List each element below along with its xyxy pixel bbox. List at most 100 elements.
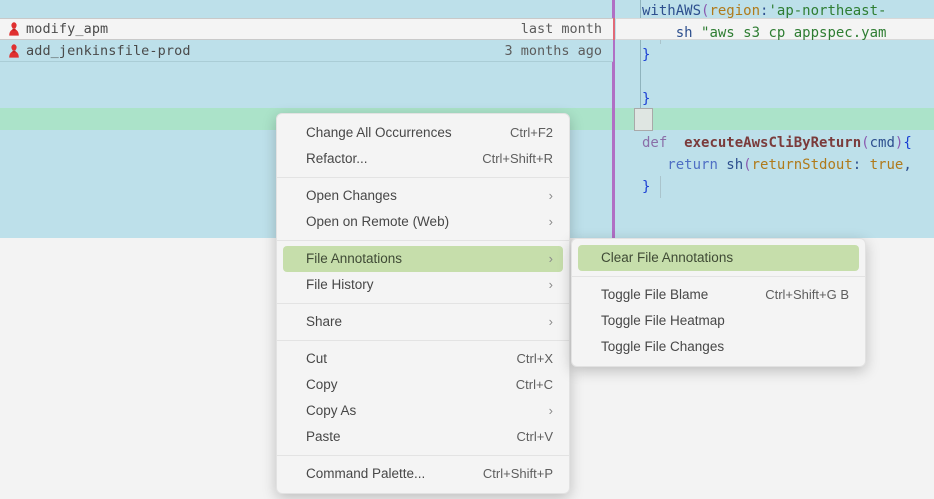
menu-item-file-annotations[interactable]: File Annotations › (283, 246, 563, 272)
chevron-right-icon: › (548, 214, 553, 229)
menu-item-label: Toggle File Changes (601, 339, 725, 354)
code-token: "aws s3 cp appspec.yam (701, 25, 887, 41)
menu-item-label: Command Palette... (306, 466, 426, 481)
menu-item-label: Change All Occurrences (306, 125, 452, 140)
menu-item-label: Cut (306, 351, 328, 366)
code-token: } (642, 179, 651, 195)
blame-author: modify_apm (26, 21, 109, 37)
menu-item-label: Copy (306, 377, 338, 392)
submenu-item-clear-file-annotations[interactable]: Clear File Annotations (578, 245, 859, 271)
code-token: withAWS (642, 3, 702, 19)
menu-item-copy[interactable]: Copy Ctrl+C (277, 372, 569, 398)
menu-item-label: File Annotations (306, 251, 403, 266)
chevron-right-icon: › (548, 277, 553, 292)
chevron-right-icon: › (548, 188, 553, 203)
menu-item-paste[interactable]: Paste Ctrl+V (277, 424, 569, 450)
menu-item-label: Open Changes (306, 188, 397, 203)
code-line[interactable]: } (616, 176, 934, 198)
menu-item-shortcut: Ctrl+F2 (510, 125, 553, 140)
menu-separator (277, 340, 569, 341)
menu-item-command-palette[interactable]: Command Palette... Ctrl+Shift+P (277, 461, 569, 487)
menu-item-refactor[interactable]: Refactor...Ctrl+Shift+R (277, 146, 569, 172)
menu-item-copy-as[interactable]: Copy As› (277, 398, 569, 424)
code-token: , (903, 157, 912, 173)
menu-item-file-history[interactable]: File History › (277, 272, 569, 298)
menu-item-change-all-occurrences[interactable]: Change All Occurrences Ctrl+F2 (277, 120, 569, 146)
menu-item-label: Share (306, 314, 343, 329)
code-token: def (642, 135, 668, 151)
code-token: cmd (869, 135, 895, 151)
indent-guide-1 (640, 0, 641, 130)
hovered-line-top-border (616, 18, 934, 19)
code-token: executeAwsCliByReturn (684, 135, 862, 151)
code-token: sh (717, 157, 744, 173)
code-token: sh (642, 25, 702, 41)
menu-item-open-changes[interactable]: Open Changes › (277, 183, 569, 209)
submenu-item-toggle-file-heatmap[interactable]: Toggle File Heatmap (572, 308, 865, 334)
menu-item-shortcut: Ctrl+X (516, 351, 553, 366)
code-token: returnStdout (751, 157, 853, 173)
menu-item-shortcut: Ctrl+Shift+R (482, 151, 553, 166)
code-token: : (852, 157, 870, 173)
menu-item-shortcut: Ctrl+Shift+P (482, 466, 553, 481)
menu-item-label: Paste (306, 429, 341, 444)
menu-item-shortcut: Ctrl+C (515, 377, 553, 392)
chevron-right-icon: › (548, 403, 553, 418)
code-line-text: sh "aws s3 cp appspec.yam (642, 22, 887, 44)
code-token: true (869, 157, 904, 173)
blame-row[interactable]: add_jenkinsfile-prod 3 months ago (0, 40, 613, 62)
blame-author: add_jenkinsfile-prod (26, 42, 191, 59)
code-line[interactable]: } (616, 88, 934, 110)
submenu-item-toggle-file-changes[interactable]: Toggle File Changes (572, 334, 865, 360)
hovered-code-line-background (616, 18, 934, 40)
code-line[interactable]: } (616, 44, 934, 66)
hovered-line-bottom-border (616, 39, 934, 40)
code-line[interactable]: def executeAwsCliByReturn(cmd){ (616, 132, 934, 154)
code-token (667, 135, 684, 151)
code-token: 'ap-northeast- (768, 3, 887, 19)
blame-date: 3 months ago (504, 42, 602, 59)
menu-item-open-on-remote-web[interactable]: Open on Remote (Web) › (277, 209, 569, 235)
code-line[interactable]: return sh(returnStdout: true, (616, 154, 934, 176)
current-line-highlight-code (616, 108, 934, 130)
indent-guide-3 (660, 176, 661, 198)
code-token: } (642, 91, 651, 107)
code-line-text: } (642, 44, 650, 66)
menu-separator (277, 240, 569, 241)
code-token: : (760, 3, 769, 19)
chevron-right-icon: › (548, 314, 553, 329)
menu-separator (277, 177, 569, 178)
code-line[interactable]: sh "aws s3 cp appspec.yam (616, 22, 934, 44)
code-token: { (903, 135, 912, 151)
menu-item-label: Toggle File Heatmap (601, 313, 725, 328)
menu-item-label: Toggle File Blame (601, 287, 709, 302)
code-line-text: } (642, 176, 650, 198)
blame-date: last month (520, 21, 602, 37)
menu-item-cut[interactable]: Cut Ctrl+X (277, 346, 569, 372)
person-icon (8, 22, 20, 36)
submenu-item-toggle-file-blame[interactable]: Toggle File Blame Ctrl+Shift+G B (572, 282, 865, 308)
code-line-text: def executeAwsCliByReturn(cmd){ (642, 132, 912, 154)
matching-brace-highlight (634, 108, 653, 131)
code-line[interactable]: withAWS(region:'ap-northeast- (616, 0, 934, 22)
menu-item-share[interactable]: Share › (277, 309, 569, 335)
code-token: ( (861, 135, 870, 151)
code-line-text: return sh(returnStdout: true, (642, 154, 912, 176)
code-token: ) (894, 135, 904, 151)
menu-item-shortcut: Ctrl+V (516, 429, 553, 444)
blame-row[interactable]: modify_apm last month (0, 18, 613, 40)
menu-item-label: Clear File Annotations (601, 250, 734, 265)
code-token: return (667, 157, 718, 173)
uncommitted-change-marker (612, 18, 615, 40)
menu-item-label: Open on Remote (Web) (306, 214, 450, 229)
chevron-right-icon: › (548, 251, 553, 266)
menu-separator (572, 276, 865, 277)
code-token: } (642, 47, 651, 63)
code-token (642, 157, 667, 173)
menu-item-shortcut: Ctrl+Shift+G B (765, 287, 849, 302)
menu-separator (277, 303, 569, 304)
menu-item-label: File History (306, 277, 374, 292)
menu-separator (277, 455, 569, 456)
